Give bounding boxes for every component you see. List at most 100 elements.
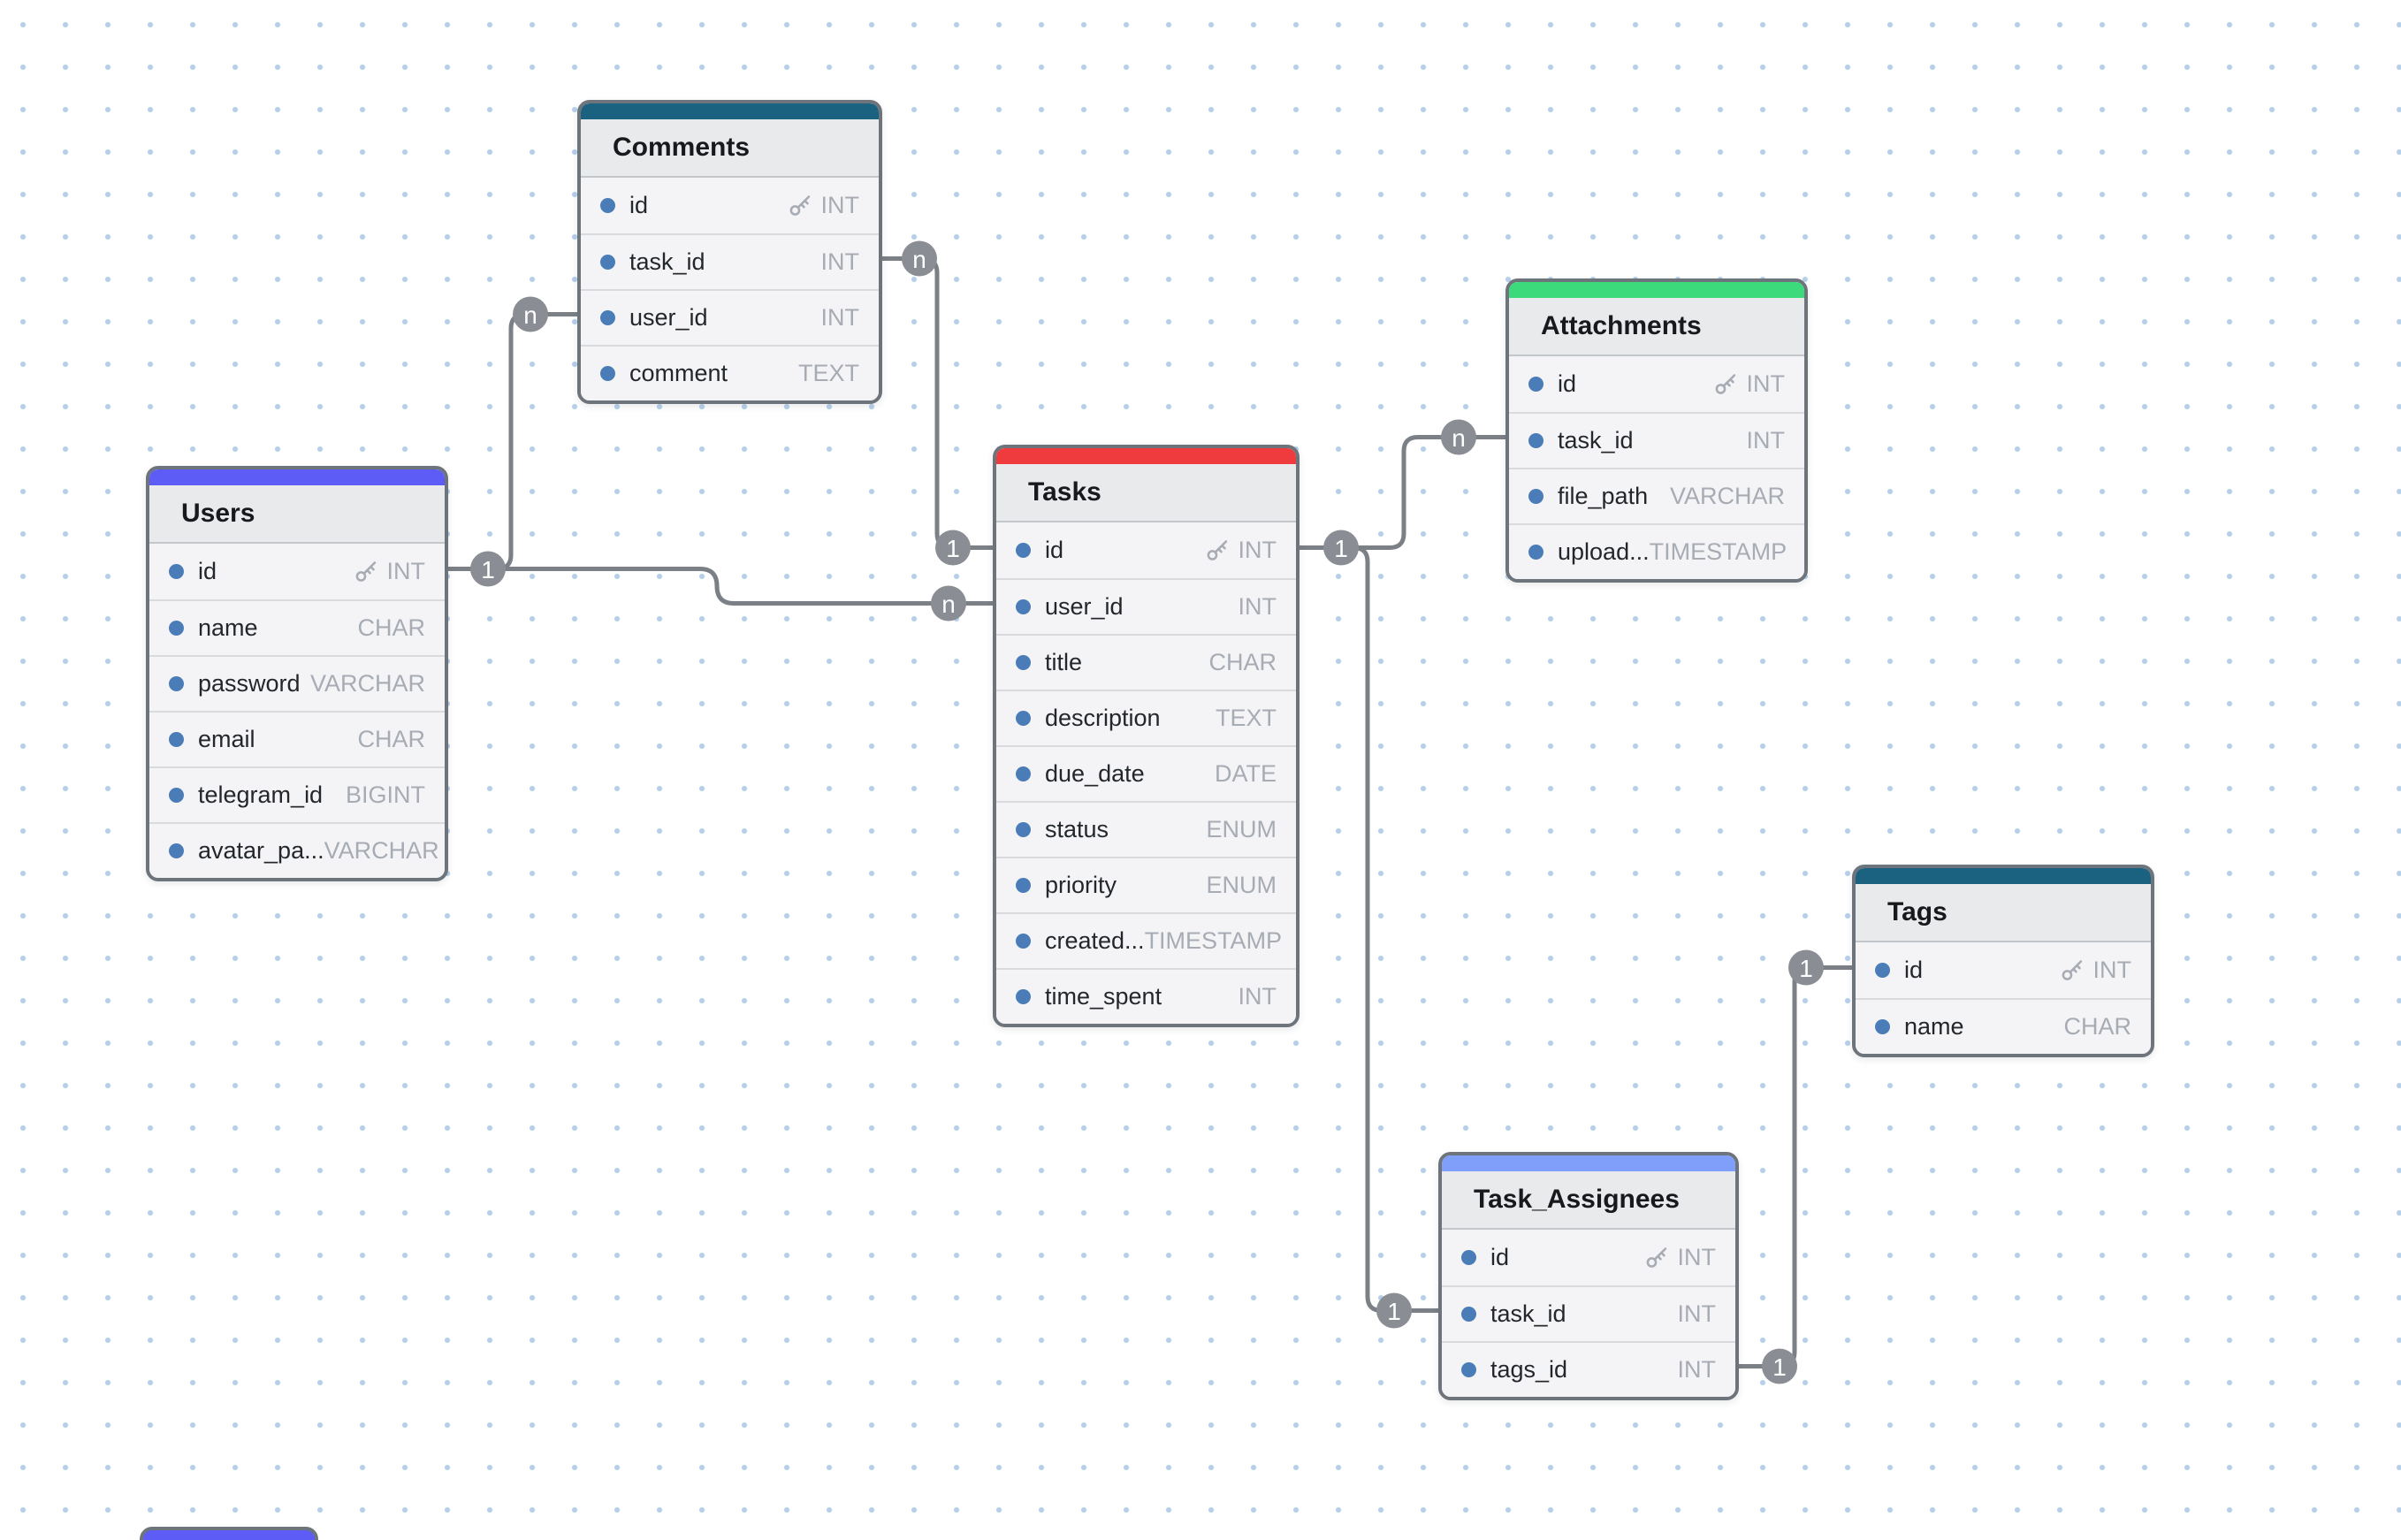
- field-type: CHAR: [1208, 649, 1277, 676]
- field-row[interactable]: id INT: [1856, 942, 2151, 998]
- relationship-line-comments-tasks[interactable]: [882, 259, 1000, 548]
- field-dot-icon[interactable]: [1461, 1307, 1476, 1322]
- field-name: id: [1558, 370, 1576, 398]
- field-dot-icon[interactable]: [1528, 545, 1544, 560]
- field-type: INT: [1205, 537, 1277, 564]
- table-tasks[interactable]: Tasks id INT user_id INT title CHAR desc…: [993, 445, 1300, 1027]
- field-row[interactable]: id INT: [1509, 356, 1804, 412]
- table-accent-bar: [996, 448, 1296, 464]
- field-type: INT: [821, 248, 860, 276]
- table-accent-bar: [1442, 1155, 1735, 1171]
- field-dot-icon[interactable]: [1016, 934, 1031, 949]
- field-row[interactable]: created... TIMESTAMP: [996, 912, 1296, 968]
- cardinality-bubble: 1: [1376, 1293, 1412, 1329]
- relationship-line-tasks-attachments[interactable]: [1296, 438, 1509, 548]
- field-dot-icon[interactable]: [169, 621, 184, 636]
- field-row[interactable]: title CHAR: [996, 634, 1296, 690]
- table-accent-bar: [581, 103, 879, 119]
- field-row[interactable]: telegram_id BIGINT: [149, 766, 445, 822]
- field-dot-icon[interactable]: [1016, 766, 1031, 781]
- field-type: VARCHAR: [324, 837, 439, 865]
- relationship-line-users-tasks[interactable]: [445, 569, 1000, 604]
- field-dot-icon[interactable]: [600, 255, 615, 270]
- field-name: task_id: [1490, 1300, 1566, 1328]
- field-type: INT: [354, 558, 426, 585]
- field-name: task_id: [1558, 427, 1634, 454]
- field-row[interactable]: email CHAR: [149, 711, 445, 766]
- field-dot-icon[interactable]: [1016, 989, 1031, 1004]
- field-row[interactable]: name CHAR: [149, 599, 445, 655]
- field-row[interactable]: upload... TIMESTAMP: [1509, 523, 1804, 579]
- field-row[interactable]: task_id INT: [1509, 412, 1804, 468]
- field-row[interactable]: name CHAR: [1856, 998, 2151, 1054]
- field-row[interactable]: id INT: [581, 178, 879, 233]
- field-row[interactable]: task_id INT: [1442, 1285, 1735, 1341]
- table-clipped-bottom[interactable]: [140, 1527, 318, 1540]
- field-row[interactable]: due_date DATE: [996, 745, 1296, 801]
- field-row[interactable]: status ENUM: [996, 801, 1296, 857]
- field-row[interactable]: file_path VARCHAR: [1509, 468, 1804, 523]
- field-row[interactable]: user_id INT: [581, 289, 879, 345]
- svg-text:n: n: [941, 591, 956, 618]
- field-type: INT: [1747, 427, 1786, 454]
- field-name: description: [1045, 705, 1161, 732]
- field-row[interactable]: time_spent INT: [996, 968, 1296, 1024]
- field-row[interactable]: comment TEXT: [581, 345, 879, 400]
- field-dot-icon[interactable]: [1016, 599, 1031, 614]
- cardinality-bubble: 1: [935, 530, 971, 566]
- field-dot-icon[interactable]: [1016, 878, 1031, 893]
- field-row[interactable]: task_id INT: [581, 233, 879, 289]
- table-attachments[interactable]: Attachments id INT task_id INT file_path…: [1505, 278, 1808, 583]
- field-name: telegram_id: [198, 781, 323, 809]
- cardinality-bubble: n: [931, 586, 966, 621]
- table-comments[interactable]: Comments id INT task_id INT user_id INT …: [577, 100, 882, 404]
- field-row[interactable]: avatar_pa... VARCHAR: [149, 822, 445, 878]
- field-dot-icon[interactable]: [1016, 711, 1031, 726]
- field-row[interactable]: priority ENUM: [996, 857, 1296, 912]
- field-dot-icon[interactable]: [169, 843, 184, 858]
- field-dot-icon[interactable]: [1528, 433, 1544, 448]
- field-type: VARCHAR: [1670, 483, 1785, 510]
- field-name: name: [198, 614, 258, 642]
- field-row[interactable]: id INT: [149, 544, 445, 599]
- field-dot-icon[interactable]: [169, 788, 184, 803]
- field-dot-icon[interactable]: [600, 366, 615, 381]
- table-tags[interactable]: Tags id INT name CHAR: [1852, 865, 2154, 1057]
- relationship-line-comments-users[interactable]: [445, 315, 581, 569]
- field-dot-icon[interactable]: [1875, 963, 1890, 978]
- field-dot-icon[interactable]: [600, 198, 615, 213]
- field-dot-icon[interactable]: [1461, 1362, 1476, 1377]
- field-type: INT: [1239, 593, 1277, 621]
- cardinality-bubble: n: [513, 297, 548, 332]
- table-task-assignees[interactable]: Task_Assignees id INT task_id INT tags_i…: [1438, 1152, 1739, 1400]
- field-dot-icon[interactable]: [1016, 822, 1031, 837]
- field-dot-icon[interactable]: [1016, 543, 1031, 558]
- field-row[interactable]: user_id INT: [996, 578, 1296, 634]
- field-type: DATE: [1215, 760, 1277, 788]
- primary-key-icon: [2060, 957, 2085, 983]
- field-dot-icon[interactable]: [169, 564, 184, 579]
- field-dot-icon[interactable]: [169, 732, 184, 747]
- field-name: id: [198, 558, 217, 585]
- field-name: file_path: [1558, 483, 1648, 510]
- field-dot-icon[interactable]: [1875, 1019, 1890, 1034]
- field-dot-icon[interactable]: [1528, 377, 1544, 392]
- field-row[interactable]: id INT: [1442, 1230, 1735, 1285]
- relationship-line-tags-taskassignees[interactable]: [1735, 968, 1856, 1367]
- field-row[interactable]: id INT: [996, 522, 1296, 578]
- field-dot-icon[interactable]: [169, 676, 184, 691]
- table-title: Attachments: [1509, 298, 1804, 356]
- field-dot-icon[interactable]: [600, 310, 615, 325]
- field-row[interactable]: tags_id INT: [1442, 1341, 1735, 1397]
- field-name: avatar_pa...: [198, 837, 324, 865]
- field-name: name: [1904, 1013, 1964, 1041]
- table-users[interactable]: Users id INT name CHAR password VARCHAR …: [146, 466, 448, 881]
- field-row[interactable]: password VARCHAR: [149, 655, 445, 711]
- relationship-line-tasks-taskassignees[interactable]: [1296, 548, 1442, 1311]
- field-dot-icon[interactable]: [1528, 489, 1544, 504]
- field-type: CHAR: [357, 614, 425, 642]
- field-dot-icon[interactable]: [1461, 1250, 1476, 1265]
- field-row[interactable]: description TEXT: [996, 690, 1296, 745]
- field-dot-icon[interactable]: [1016, 655, 1031, 670]
